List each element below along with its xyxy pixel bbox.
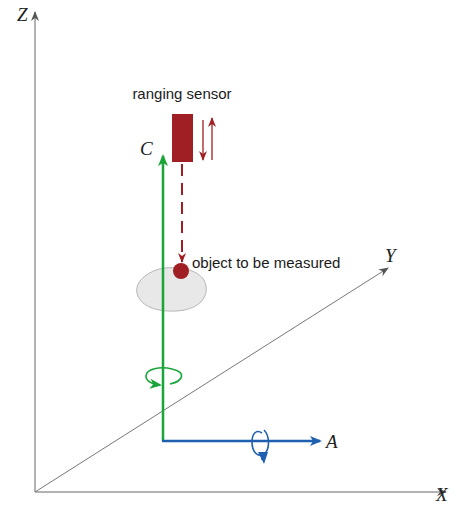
c-rotation-arrow <box>146 368 182 385</box>
object-blob <box>137 268 207 311</box>
axis-label: A <box>326 432 338 451</box>
measured-point <box>173 263 189 279</box>
sensor-motion-up <box>211 118 212 160</box>
axis-label: Z <box>17 5 28 24</box>
a-axis <box>162 440 320 443</box>
y-axis <box>35 268 388 492</box>
axis-label: Y <box>385 246 396 265</box>
sensor-motion-down <box>202 120 203 160</box>
part-label: object to be measured <box>192 255 340 270</box>
axis-label: C <box>140 139 153 158</box>
part-label: ranging sensor <box>132 86 231 101</box>
z-axis <box>35 12 36 492</box>
axis-label: X <box>436 485 448 504</box>
a-rotation-head <box>258 452 268 464</box>
measuring-beam <box>181 164 183 262</box>
c-axis <box>162 156 165 441</box>
ranging-sensor-body <box>172 114 193 162</box>
x-axis <box>35 492 446 493</box>
